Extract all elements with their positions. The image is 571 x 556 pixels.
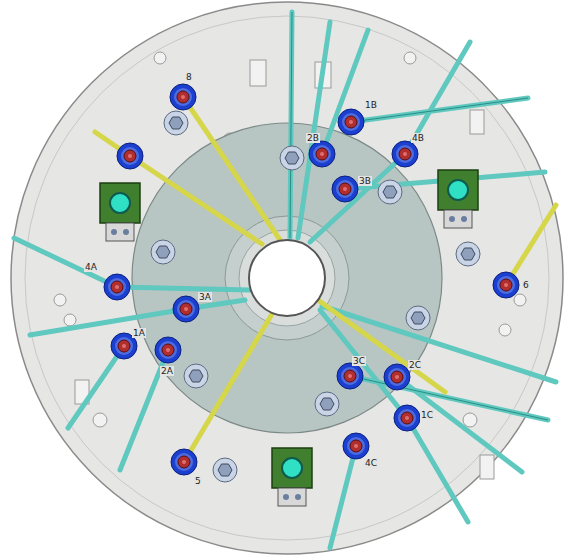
callout-number: 2A (160, 366, 174, 376)
callout-number: 2B (306, 133, 320, 143)
callout-number: 4B (411, 133, 425, 143)
callout-number: 2C (408, 360, 422, 370)
callout-number: 5 (194, 476, 202, 486)
callout-number: 4A (84, 262, 98, 272)
callout-number: 3B (358, 176, 372, 186)
callout-number: 1A (132, 328, 146, 338)
callout-number: 8 (185, 72, 193, 82)
callout-number: 3C (352, 356, 366, 366)
callout-number: 4C (364, 458, 378, 468)
callout-number: 1B (364, 100, 378, 110)
callout-number: 1C (420, 410, 434, 420)
callout-number: 6 (522, 280, 530, 290)
callout-number: 3A (198, 292, 212, 302)
